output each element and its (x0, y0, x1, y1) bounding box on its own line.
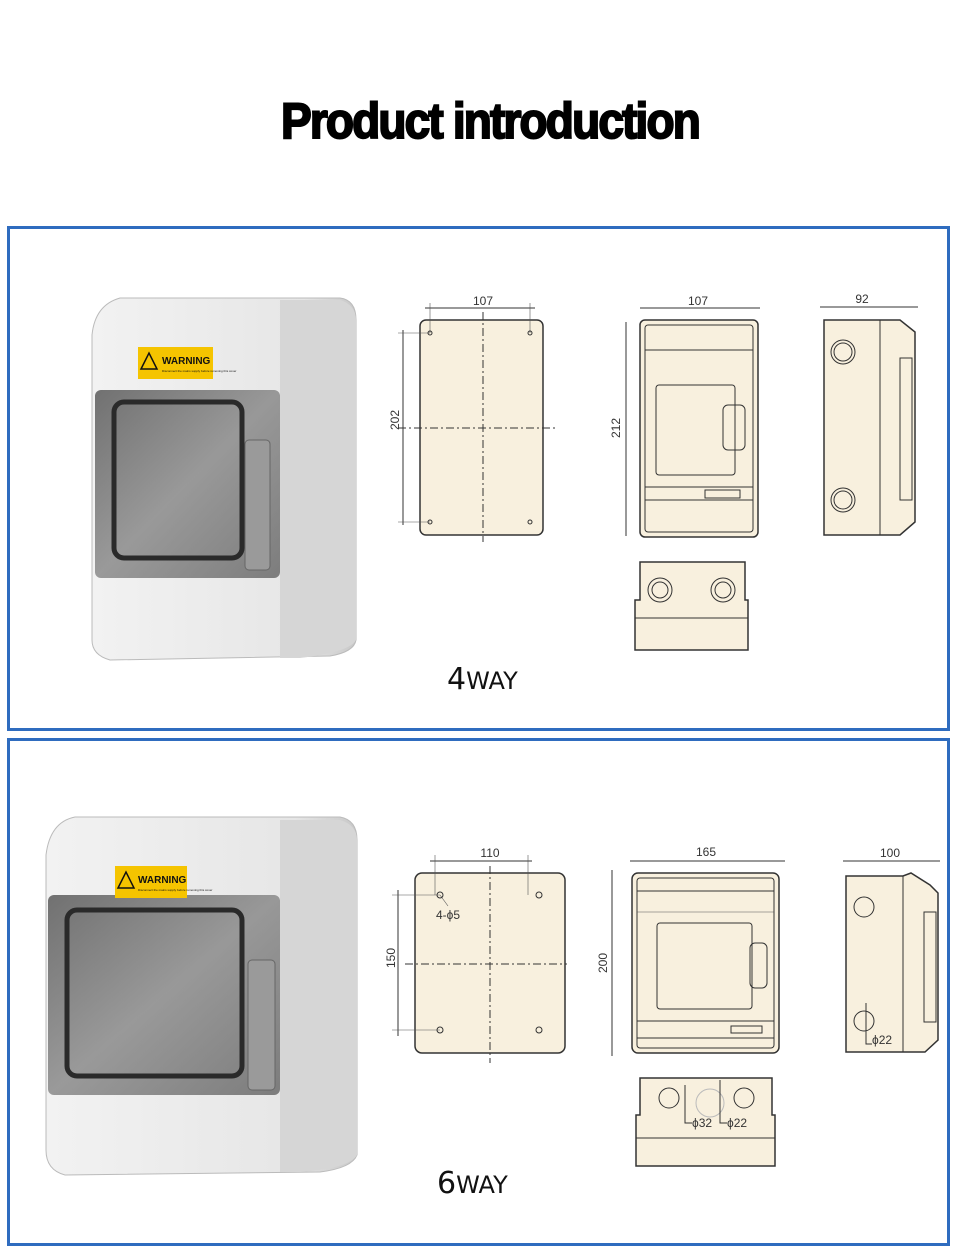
hole-label: ϕ22 (872, 1033, 892, 1047)
warning-triangle-icon (139, 351, 159, 370)
side-view-6way: 100 ϕ22 (843, 846, 940, 1053)
warning-heading: WARNING (162, 356, 211, 367)
dimension-label: 107 (688, 294, 708, 308)
warning-label-6way (115, 866, 187, 898)
hole-label: ϕ32 (692, 1116, 712, 1130)
model-label-6way: 6WAY (437, 1166, 508, 1201)
product-photo-4way: WARNING Disconnect the mains supply befo… (91, 297, 357, 661)
front-view-4way: 107 212 (609, 294, 760, 538)
back-view-6way: 110 150 4-ϕ5 (384, 846, 567, 1063)
dimension-label: 165 (696, 845, 716, 859)
page-title: Product introduction (280, 92, 702, 150)
dimension-label: 202 (388, 410, 402, 430)
warning-label-4way (138, 347, 213, 379)
product-photo-6way: WARNING Disconnect the mains supply befo… (45, 816, 358, 1176)
warning-heading: WARNING (138, 875, 187, 886)
model-label-4way: 4WAY (447, 662, 518, 697)
dimension-label: 200 (596, 953, 610, 973)
front-view-6way: 165 200 (596, 845, 785, 1056)
back-view-4way: 107 202 (388, 294, 556, 542)
dimension-label: 92 (855, 292, 869, 306)
hole-label: ϕ22 (727, 1116, 747, 1130)
warning-triangle-icon (116, 870, 136, 889)
dimension-label: 100 (880, 846, 900, 860)
bottom-view-4way (634, 561, 749, 651)
warning-text: Disconnect the mains supply before remov… (138, 888, 212, 892)
dimension-label: 107 (473, 294, 493, 308)
hole-label: 4-ϕ5 (436, 908, 460, 922)
bottom-view-6way: ϕ32 ϕ22 (635, 1077, 776, 1167)
product-panel-6way (7, 738, 950, 1246)
product-panel-4way (7, 226, 950, 731)
dimension-label: 212 (609, 418, 623, 438)
dimension-label: 110 (480, 846, 499, 860)
side-view-4way: 92 (820, 292, 918, 536)
dimension-label: 150 (384, 948, 398, 968)
warning-text: Disconnect the mains supply before remov… (162, 369, 236, 373)
